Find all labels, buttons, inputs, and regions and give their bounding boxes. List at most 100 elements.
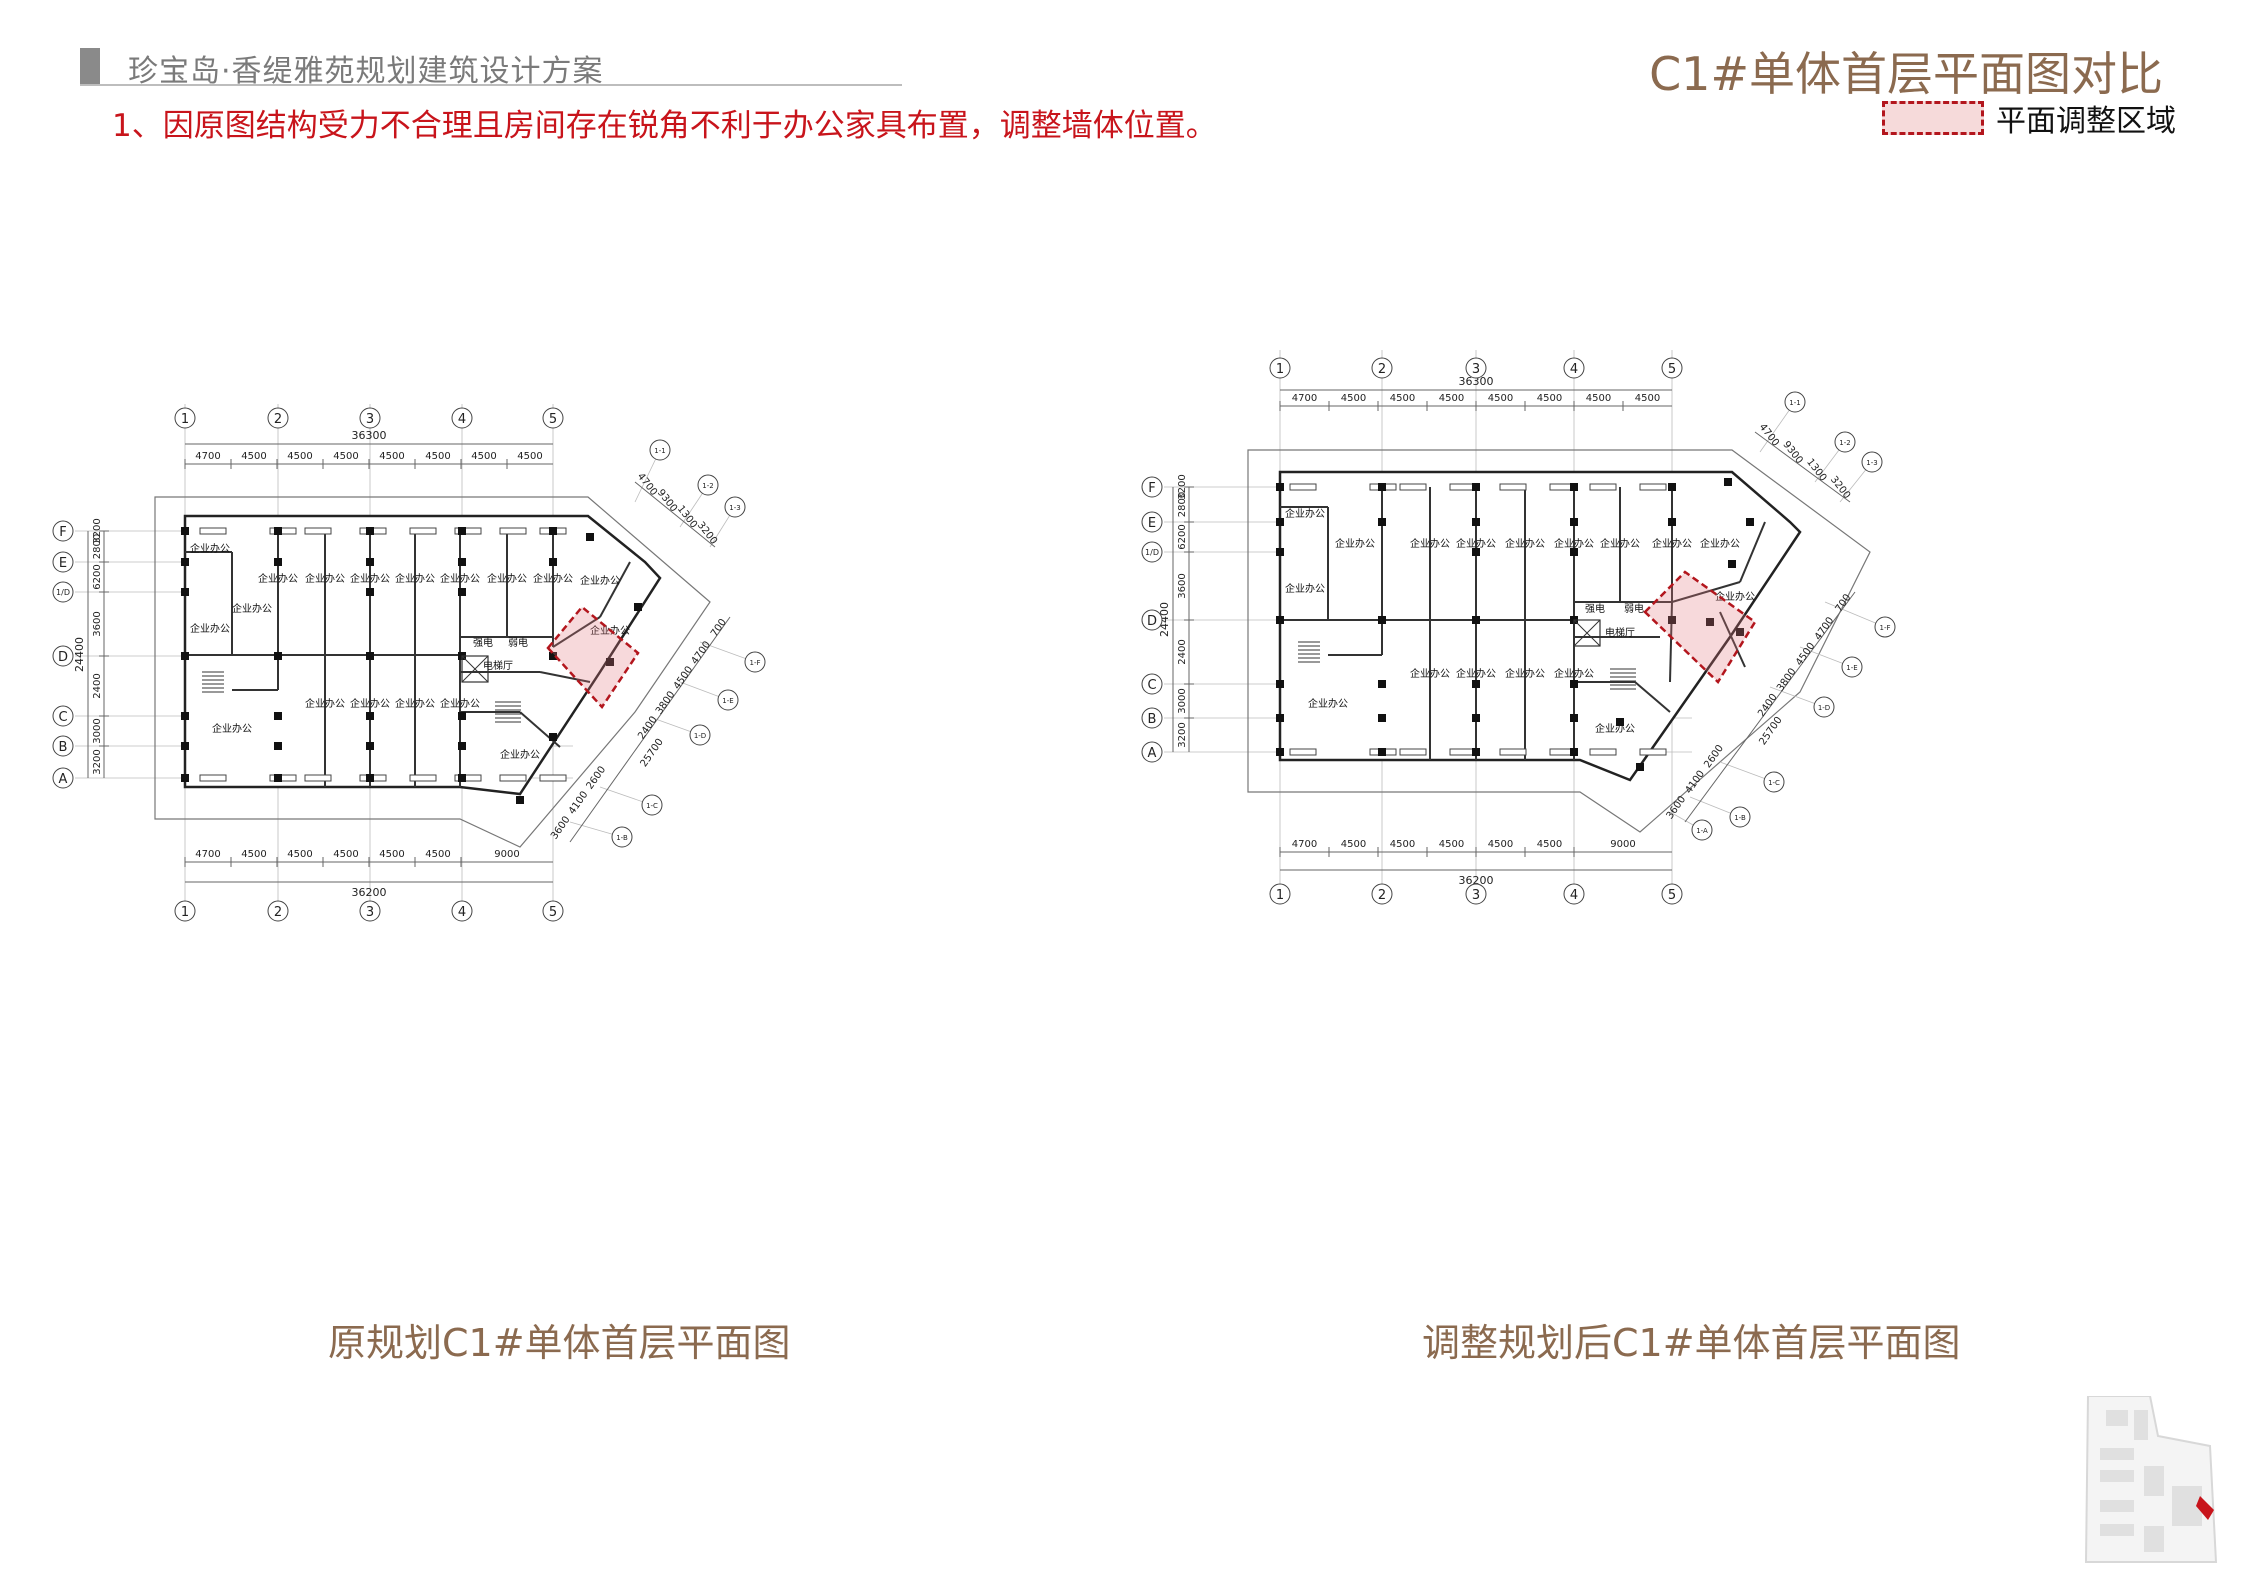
structural-column — [1728, 560, 1736, 568]
structural-column — [1276, 616, 1284, 624]
structural-column — [1276, 518, 1284, 526]
structural-column — [1570, 518, 1578, 526]
dimension-total-bottom: 36200 — [352, 886, 387, 899]
dimension-diagonal-right: 4500 — [672, 664, 696, 691]
interior-wall — [1634, 681, 1671, 713]
rotated-axis-label: 1-1 — [1789, 399, 1800, 407]
header-underline — [80, 84, 902, 86]
structural-column — [181, 527, 189, 535]
dimension-bottom: 4700 — [1292, 839, 1317, 850]
axis-label: 2 — [274, 905, 282, 920]
dimension-left: 3600 — [92, 611, 103, 636]
room-label-strong-power: 强电 — [1585, 602, 1605, 615]
dimension-bottom: 4500 — [1439, 839, 1464, 850]
structural-column — [1616, 718, 1624, 726]
structural-column — [1706, 618, 1714, 626]
rotated-axis-bubble — [1784, 391, 1806, 413]
structural-column — [1570, 680, 1578, 688]
dimension-bottom: 4500 — [1537, 839, 1562, 850]
structural-column — [1472, 616, 1480, 624]
dimension-bottom: 4500 — [425, 849, 450, 860]
dimension-top: 4500 — [241, 451, 266, 462]
axis-bubble — [1141, 673, 1163, 695]
room-label-office: 企业办公 — [533, 572, 573, 585]
legend-label: 平面调整区域 — [1996, 104, 2176, 139]
rotated-axis-bubble — [697, 474, 719, 496]
dimension-top: 4500 — [1390, 393, 1415, 404]
axis-label: 2 — [1378, 888, 1386, 903]
window-mark — [269, 527, 297, 535]
structural-column — [634, 603, 642, 611]
axis-label: 3 — [366, 905, 374, 920]
axis-bubble — [1661, 357, 1683, 379]
rotated-axis-label: 1-E — [722, 697, 733, 705]
room-label-office: 企业办公 — [1700, 537, 1740, 550]
window-mark — [1399, 748, 1427, 756]
structural-column — [274, 774, 282, 782]
dimension-diagonal-right: 700 — [709, 617, 729, 639]
structural-column — [1378, 714, 1386, 722]
rotated-axis-label: 1-B — [616, 834, 628, 842]
rotated-axis-bubble — [649, 439, 671, 461]
axis-bubble — [267, 900, 289, 922]
structural-column — [1668, 483, 1676, 491]
structural-column — [549, 527, 557, 535]
dimension-diagonal-top: 4700 — [1757, 422, 1781, 449]
dimension-bottom: 4500 — [1341, 839, 1366, 850]
rotated-axis-label: 1-D — [694, 732, 706, 740]
window-mark — [199, 527, 227, 535]
rotated-axis-bubble — [1874, 616, 1896, 638]
structural-column — [366, 742, 374, 750]
dimension-left: 2400 — [92, 673, 103, 698]
axis-bubble — [174, 900, 196, 922]
structural-column — [1276, 548, 1284, 556]
axis-label: 5 — [549, 905, 557, 920]
rotated-axis-label: 1-F — [749, 659, 760, 667]
floor-plan-drawing: 企业办公企业办公企业办公企业办公企业办公企业办公企业办公企业办公企业办公企业办公… — [1141, 350, 1896, 905]
axis-label: 1 — [181, 905, 189, 920]
dimension-top: 4500 — [1635, 393, 1660, 404]
dimension-diagonal-right: 4700 — [689, 639, 713, 666]
rotated-axis-label: 1-3 — [729, 504, 740, 512]
axis-label: 2 — [274, 412, 282, 427]
structural-column — [1570, 714, 1578, 722]
interior-wall — [539, 671, 591, 683]
window-mark — [1639, 748, 1667, 756]
structural-column — [274, 527, 282, 535]
window-mark — [1589, 748, 1617, 756]
structural-column — [606, 658, 614, 666]
structural-column — [1570, 548, 1578, 556]
dimension-total-top: 36300 — [352, 429, 387, 442]
axis-bubble — [52, 520, 74, 542]
structural-column — [366, 774, 374, 782]
window-mark — [454, 774, 482, 782]
structural-column — [181, 774, 189, 782]
window-mark — [1639, 483, 1667, 491]
dimension-top: 4700 — [195, 451, 220, 462]
rotated-axis-label: 1-2 — [702, 482, 713, 490]
room-label-office: 企业办公 — [1456, 537, 1496, 550]
dimension-left: 3200 — [92, 518, 103, 543]
room-label-office: 企业办公 — [1308, 697, 1348, 710]
room-label-office: 企业办公 — [190, 622, 230, 635]
axis-bubble — [359, 900, 381, 922]
adjustment-note: 1、因原图结构受力不合理且房间存在锐角不利于办公家具布置，调整墙体位置。 — [112, 108, 1217, 144]
axis-bubble — [542, 407, 564, 429]
rotated-axis-label: 1-E — [1846, 664, 1857, 672]
window-mark — [1589, 483, 1617, 491]
structural-column — [1472, 714, 1480, 722]
interior-wall — [599, 561, 631, 618]
dimension-bottom: 4500 — [1390, 839, 1415, 850]
axis-bubble — [1141, 476, 1163, 498]
rotated-axis-label: 1-C — [646, 802, 658, 810]
window-mark — [409, 527, 437, 535]
window-mark — [1399, 483, 1427, 491]
room-label-office: 企业办公 — [232, 602, 272, 615]
structural-column — [366, 712, 374, 720]
rotated-axis-label: 1-3 — [1866, 459, 1877, 467]
axis-label: F — [59, 525, 66, 540]
dimension-top: 4500 — [1341, 393, 1366, 404]
axis-bubble — [1371, 883, 1393, 905]
axis-bubble — [52, 735, 74, 757]
dimension-diagonal-top: 3200 — [1828, 474, 1852, 501]
